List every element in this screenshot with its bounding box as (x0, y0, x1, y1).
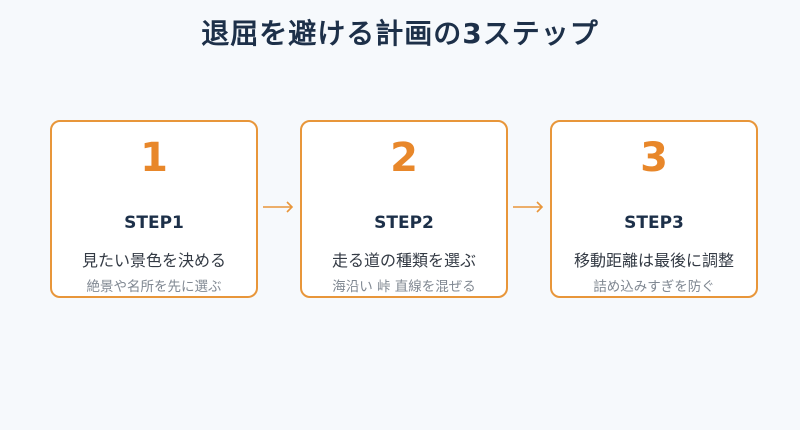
step-label: STEP1 (124, 213, 184, 233)
arrow-right-icon (513, 201, 544, 213)
step-label: STEP2 (374, 213, 434, 233)
step-text: 移動距離は最後に調整 (573, 251, 734, 270)
arrow-right-icon (263, 201, 294, 213)
step-card-3: 3 STEP3 移動距離は最後に調整 詰め込みすぎを防ぐ (550, 120, 758, 298)
step-subtext: 絶景や名所を先に選ぶ (86, 279, 222, 295)
step-label: STEP3 (624, 213, 684, 233)
step-number: 2 (390, 135, 418, 181)
step-text: 走る道の種類を選ぶ (331, 251, 476, 270)
step-subtext: 詰め込みすぎを防ぐ (593, 279, 715, 295)
step-text: 見たい景色を決める (81, 251, 226, 270)
step-number: 1 (140, 135, 168, 181)
step-subtext: 海沿い 峠 直線を混ぜる (332, 279, 476, 295)
page-title: 退屈を避ける計画の3ステップ (201, 17, 599, 50)
step-card-1: 1 STEP1 見たい景色を決める 絶景や名所を先に選ぶ (50, 120, 258, 298)
step-card-2: 2 STEP2 走る道の種類を選ぶ 海沿い 峠 直線を混ぜる (300, 120, 508, 298)
step-number: 3 (640, 135, 668, 181)
